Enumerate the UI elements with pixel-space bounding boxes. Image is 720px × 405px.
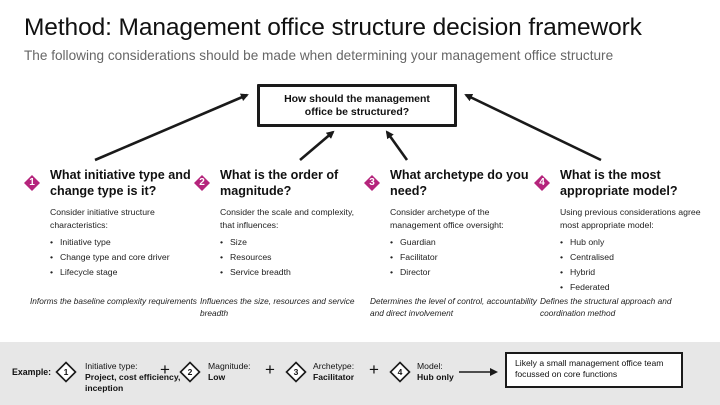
step-body: Consider initiative structure characteri… <box>50 206 200 280</box>
central-question-box: How should the management office be stru… <box>257 84 457 127</box>
example-step-1: Initiative type: Project, cost efficienc… <box>85 361 185 394</box>
list-item: Centralised <box>560 250 710 265</box>
list-item: Federated <box>560 280 710 295</box>
example-step-value: Project, cost efficiency, inception <box>85 372 181 393</box>
step-intro: Consider initiative structure characteri… <box>50 207 155 230</box>
step-heading: What is the most appropriate model? <box>560 168 678 198</box>
example-step-2: Magnitude: Low <box>208 361 251 383</box>
step-intro: Consider the scale and complexity, that … <box>220 207 355 230</box>
example-step-value: Hub only <box>417 372 454 382</box>
list-item: Resources <box>220 250 370 265</box>
step-body: Using previous considerations agree most… <box>560 206 710 295</box>
list-item: Director <box>390 265 540 280</box>
list-item: Lifecycle stage <box>50 265 200 280</box>
step-number-badge: 3 <box>364 175 380 191</box>
list-item: Initiative type <box>50 235 200 250</box>
example-step-2-badge: 2 <box>179 361 201 383</box>
central-question: How should the management office be stru… <box>284 92 430 118</box>
step-outcome-note: Determines the level of control, account… <box>370 296 537 318</box>
step-outcome-note: Influences the size, resources and servi… <box>200 296 355 318</box>
list-item: Service breadth <box>220 265 370 280</box>
arrow-from-column-4 <box>464 93 602 162</box>
example-step-label: Magnitude: <box>208 361 251 371</box>
example-result-box: Likely a small management office team fo… <box>505 352 683 388</box>
example-step-1-badge: 1 <box>55 361 77 383</box>
example-step-value: Low <box>208 372 226 382</box>
step-number-badge: 1 <box>24 175 40 191</box>
list-item: Guardian <box>390 235 540 250</box>
list-item: Hybrid <box>560 265 710 280</box>
step-body: Consider archetype of the management off… <box>390 206 540 280</box>
plus-sign: + <box>265 360 275 379</box>
step-intro: Consider archetype of the management off… <box>390 207 504 230</box>
step-heading: What is the order of magnitude? <box>220 168 339 198</box>
step-intro: Using previous considerations agree most… <box>560 207 701 230</box>
plus-sign: + <box>369 360 379 379</box>
step-number-badge: 4 <box>534 175 550 191</box>
example-step-4-badge: 4 <box>389 361 411 383</box>
example-bar: Example: 1 Initiative type: Project, cos… <box>0 342 720 405</box>
step-heading: What archetype do you need? <box>390 168 529 198</box>
list-item: Size <box>220 235 370 250</box>
page-title: Method: Management office structure deci… <box>24 14 642 41</box>
page-subtitle: The following considerations should be m… <box>24 48 614 63</box>
example-result: Likely a small management office team fo… <box>515 358 664 379</box>
list-item: Hub only <box>560 235 710 250</box>
example-step-label: Archetype: <box>313 361 355 371</box>
example-step-value: Facilitator <box>313 372 355 382</box>
example-label: Example: <box>12 367 52 377</box>
example-step-4: Model: Hub only <box>417 361 454 383</box>
arrow-from-column-2 <box>299 130 335 161</box>
step-number-badge: 2 <box>194 175 210 191</box>
plus-sign: + <box>160 360 170 379</box>
example-step-3-badge: 3 <box>285 361 307 383</box>
step-heading: What initiative type and change type is … <box>50 168 191 198</box>
example-step-label: Model: <box>417 361 443 371</box>
step-outcome-note: Informs the baseline complexity requirem… <box>30 296 197 306</box>
example-step-3: Archetype: Facilitator <box>313 361 354 383</box>
example-step-label: Initiative type: <box>85 361 138 371</box>
list-item: Change type and core driver <box>50 250 200 265</box>
step-body: Consider the scale and complexity, that … <box>220 206 370 280</box>
step-outcome-note: Defines the structural approach and coor… <box>540 296 672 318</box>
arrow-right-icon <box>459 368 498 376</box>
arrow-from-column-3 <box>385 130 409 161</box>
list-item: Facilitator <box>390 250 540 265</box>
arrow-from-column-1 <box>94 93 249 162</box>
